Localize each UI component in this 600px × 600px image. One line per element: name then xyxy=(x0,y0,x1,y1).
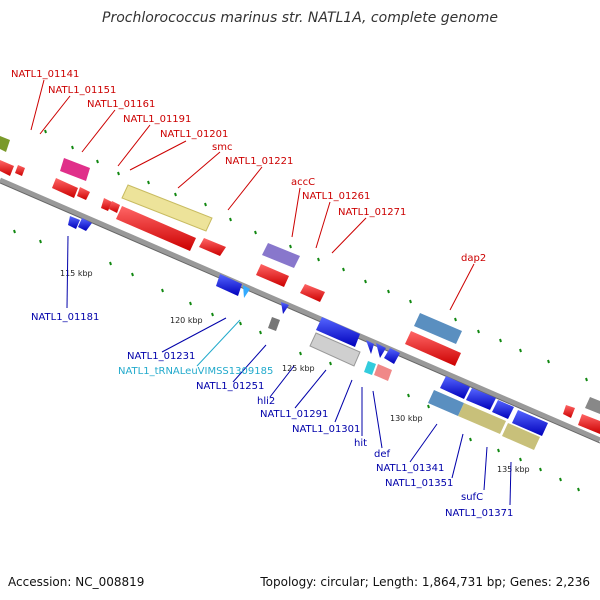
gene-label[interactable]: NATL1_01371 xyxy=(445,508,513,519)
feature-box[interactable] xyxy=(262,243,300,268)
scale-label: 115 kbp xyxy=(60,269,93,278)
gene-arrow[interactable] xyxy=(563,405,575,418)
feature-box[interactable] xyxy=(268,317,280,331)
gene-label[interactable]: accC xyxy=(291,177,315,188)
gene-label[interactable]: NATL1_01161 xyxy=(87,99,155,110)
scale-label: 125 kbp xyxy=(282,364,315,373)
gene-label[interactable]: NATL1_01231 xyxy=(127,351,195,362)
map-title: Prochlorococcus marinus str. NATL1A, com… xyxy=(102,10,498,26)
feature-box[interactable] xyxy=(502,423,540,450)
gene-label[interactable]: NATL1_01191 xyxy=(123,114,191,125)
gene-label[interactable]: NATL1_01301 xyxy=(292,424,360,435)
scale-label: 130 kbp xyxy=(390,414,423,423)
gene-label[interactable]: NATL1_01151 xyxy=(48,85,116,96)
gene-arrow[interactable] xyxy=(466,388,496,410)
gene-arrow[interactable] xyxy=(512,410,548,436)
gene-label[interactable]: def xyxy=(374,449,391,460)
feature-box[interactable] xyxy=(428,390,464,416)
gene-arrow[interactable] xyxy=(366,340,374,354)
scale-label: 120 kbp xyxy=(170,316,203,325)
feature-box[interactable] xyxy=(374,364,392,381)
accession-label: Accession: NC_008819 xyxy=(8,575,145,589)
gene-arrow[interactable] xyxy=(15,165,25,176)
gene-label[interactable]: sufC xyxy=(461,492,483,503)
scale-label: 135 kbp xyxy=(497,465,530,474)
feature-box[interactable] xyxy=(364,361,376,375)
feature-box[interactable] xyxy=(0,136,10,152)
gene-label[interactable]: NATL1_01351 xyxy=(385,478,453,489)
gene-label[interactable]: NATL1_01201 xyxy=(160,129,228,140)
tick-row-upper xyxy=(44,129,588,382)
gene-label[interactable]: NATL1_01251 xyxy=(196,381,264,392)
gene-arrow[interactable] xyxy=(440,376,470,399)
gene-arrow[interactable] xyxy=(52,178,78,198)
gene-arrow[interactable] xyxy=(405,331,461,366)
gene-label[interactable]: NATL1_01341 xyxy=(376,463,444,474)
gene-label[interactable]: smc xyxy=(212,142,232,153)
gene-arrow[interactable] xyxy=(116,206,196,251)
gene-label[interactable]: NATL1_01271 xyxy=(338,207,406,218)
gene-arrow[interactable] xyxy=(256,264,289,287)
genome-summary: Topology: circular; Length: 1,864,731 bp… xyxy=(260,575,590,589)
reverse-genes xyxy=(68,216,548,436)
bottom-leaders xyxy=(66,235,512,506)
forward-genes xyxy=(0,160,600,434)
feature-box[interactable] xyxy=(458,403,506,434)
gene-arrow[interactable] xyxy=(376,343,386,358)
gene-arrow[interactable] xyxy=(78,218,92,231)
gene-arrow[interactable] xyxy=(243,285,250,298)
gene-arrow[interactable] xyxy=(101,198,112,211)
gene-label[interactable]: NATL1_01291 xyxy=(260,409,328,420)
feature-boxes xyxy=(0,136,600,450)
gene-arrow[interactable] xyxy=(492,400,514,419)
feature-box[interactable] xyxy=(414,313,462,344)
genome-line xyxy=(0,177,600,443)
gene-arrow[interactable] xyxy=(384,348,400,364)
gene-label[interactable]: NATL1_01261 xyxy=(302,191,370,202)
gene-label[interactable]: hit xyxy=(354,438,367,449)
gene-arrow[interactable] xyxy=(216,274,242,296)
gene-arrow[interactable] xyxy=(281,302,289,314)
feature-box[interactable] xyxy=(121,184,213,232)
gene-label[interactable]: NATL1_01181 xyxy=(31,312,99,323)
top-leaders xyxy=(30,79,475,311)
gene-arrow[interactable] xyxy=(109,201,120,213)
feature-box[interactable] xyxy=(60,158,90,181)
gene-arrow[interactable] xyxy=(0,160,14,176)
gene-label[interactable]: NATL1_01141 xyxy=(11,69,79,80)
gene-label[interactable]: hli2 xyxy=(257,396,275,407)
genome-line-shadow xyxy=(0,182,600,444)
gene-arrow[interactable] xyxy=(77,187,90,200)
gene-arrow[interactable] xyxy=(578,414,600,434)
gene-arrow[interactable] xyxy=(199,238,226,256)
tick-row-lower xyxy=(13,229,580,492)
gene-label[interactable]: dap2 xyxy=(461,253,486,264)
gene-label[interactable]: NATL1_01221 xyxy=(225,156,293,167)
feature-box[interactable] xyxy=(309,332,361,367)
gene-arrow[interactable] xyxy=(68,216,80,229)
feature-box[interactable] xyxy=(585,397,600,414)
gene-label[interactable]: NATL1_tRNALeuVIMSS1309185 xyxy=(118,366,273,377)
gene-arrow[interactable] xyxy=(316,317,360,347)
gene-arrow[interactable] xyxy=(300,284,325,302)
